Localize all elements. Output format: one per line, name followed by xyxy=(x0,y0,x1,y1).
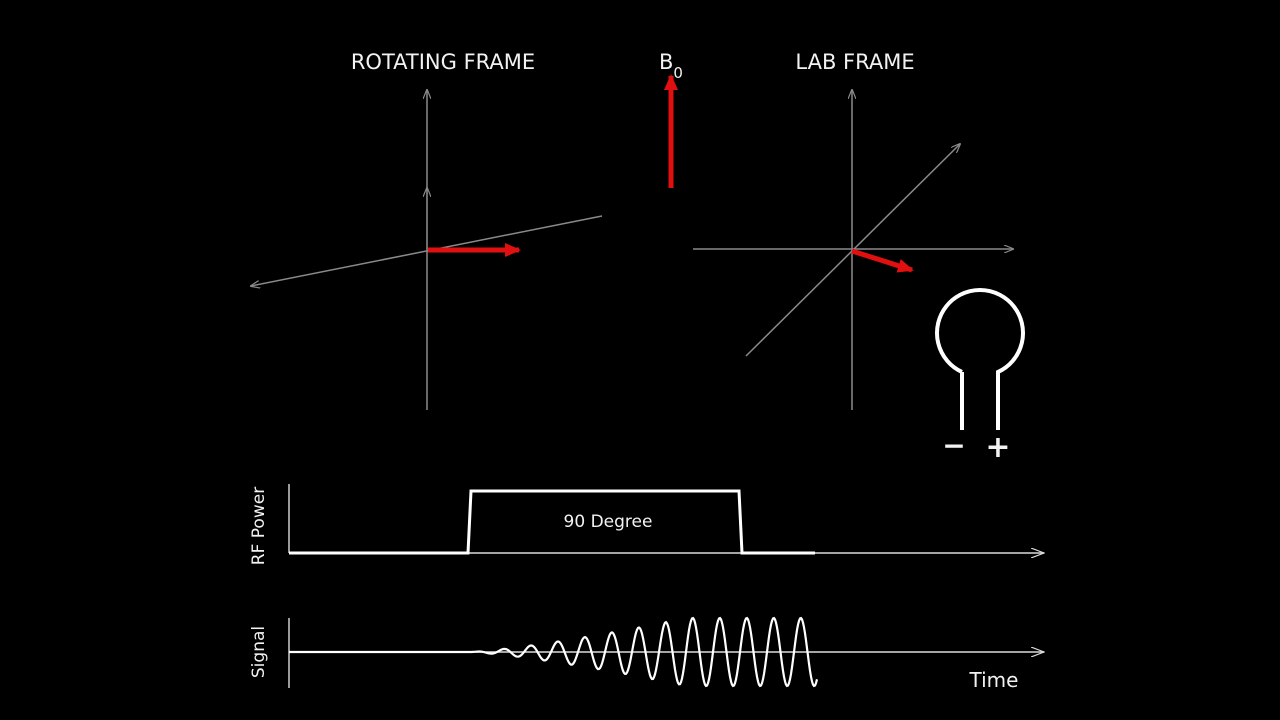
signal-trace xyxy=(289,616,819,688)
rf-power-ylabel: RF Power xyxy=(249,487,269,565)
signal-plot: Signal Time xyxy=(249,616,1044,692)
coil-minus-terminal: − xyxy=(942,429,965,462)
b0-letter: B xyxy=(659,50,673,74)
signal-ylabel: Signal xyxy=(249,626,269,678)
b0-label: B0 xyxy=(659,50,683,82)
rotating-frame-horizontal-axis xyxy=(251,215,603,286)
time-axis-label: Time xyxy=(969,668,1019,692)
b0-subscript: 0 xyxy=(673,64,683,82)
coil-plus-terminal: + xyxy=(985,430,1010,465)
rf-power-plot: RF Power 90 Degree xyxy=(249,484,1044,565)
rf-pulse-trace xyxy=(289,489,815,555)
receiver-coil: − + xyxy=(935,288,1025,465)
rotating-frame-panel: ROTATING FRAME xyxy=(251,50,603,410)
lab-frame-title: LAB FRAME xyxy=(795,50,914,74)
rotating-frame-title: ROTATING FRAME xyxy=(351,50,535,74)
lab-frame-magnetization-arrow xyxy=(851,248,914,273)
lab-frame-panel: LAB FRAME xyxy=(693,50,1013,410)
b0-field: B0 xyxy=(659,50,683,188)
coil-loop xyxy=(935,288,1025,430)
rf-pulse-label: 90 Degree xyxy=(564,512,653,532)
